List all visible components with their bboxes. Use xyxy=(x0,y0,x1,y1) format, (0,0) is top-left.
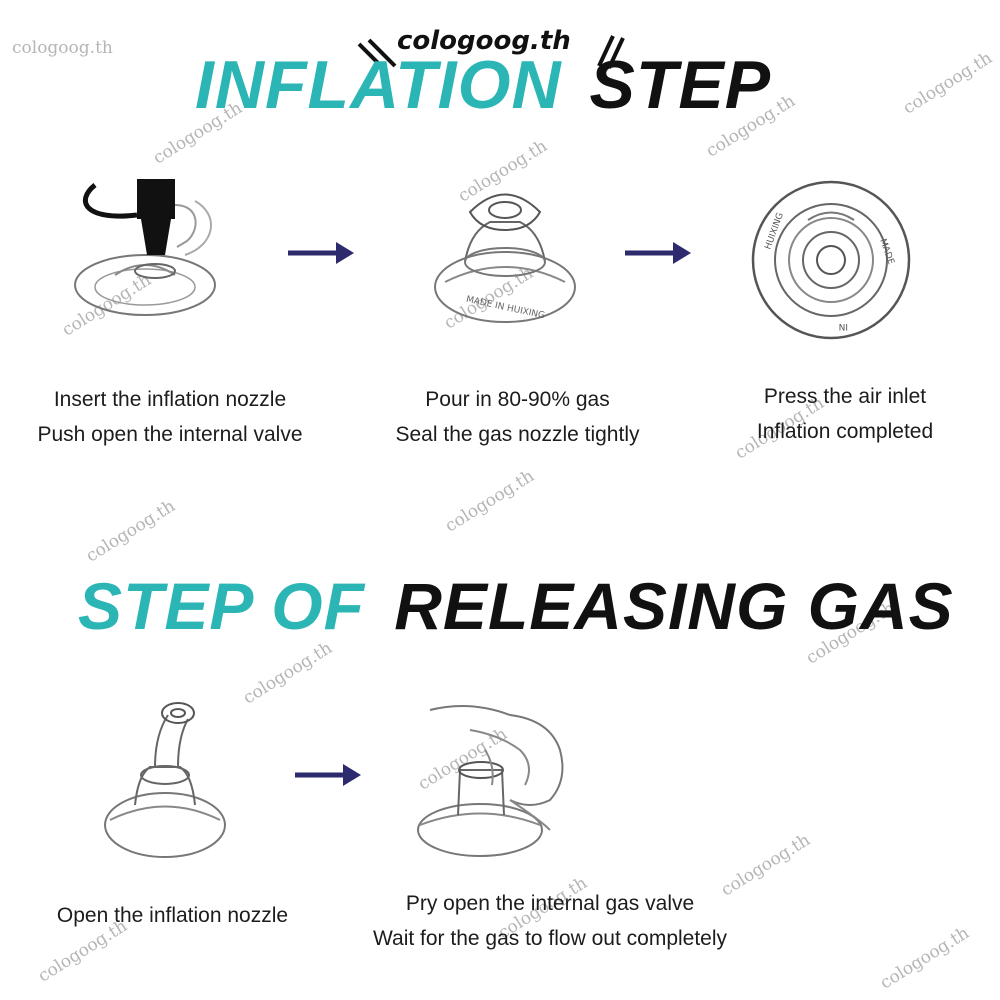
watermark: cologoog.th xyxy=(876,923,973,994)
watermark: cologoog.th xyxy=(12,38,113,58)
inflation-nozzle-insert-icon xyxy=(74,179,216,316)
caption-line: Pour in 80-90% gas xyxy=(425,388,610,411)
caption-line: Pry open the internal gas valve xyxy=(405,892,695,915)
releasing-title-part2: RELEASING GAS xyxy=(394,569,954,643)
releasing-title-part1: STEP OF xyxy=(78,569,365,643)
open-nozzle-icon xyxy=(104,702,226,858)
arrow-right-icon xyxy=(625,242,691,264)
svg-text:IN: IN xyxy=(839,321,848,331)
svg-text:MADE: MADE xyxy=(877,238,896,267)
watermark: cologoog.th xyxy=(239,638,336,709)
inflation-title: INFLATION STEP xyxy=(195,46,771,124)
releasing-title: STEP OF RELEASING GAS xyxy=(78,568,954,644)
caption-line: Wait for the gas to flow out completely xyxy=(372,927,728,950)
caption-line: Push open the internal valve xyxy=(37,423,303,446)
pry-valve-hand-icon xyxy=(417,705,564,857)
valve-pressed-closed-icon: HUIXING MADE IN xyxy=(751,180,911,340)
valve-print: MADE IN HUIXING xyxy=(465,295,546,321)
caption-line: Open the inflation nozzle xyxy=(56,904,289,927)
releasing-step-2-caption: Pry open the internal gas valve Wait for… xyxy=(320,886,780,956)
caption-line: Insert the inflation nozzle xyxy=(53,388,287,411)
releasing-step-1-caption: Open the inflation nozzle xyxy=(0,898,345,933)
brand-logo: cologoog.th xyxy=(355,26,635,72)
caption-line: Inflation completed xyxy=(756,420,934,443)
inflation-title-part1: INFLATION xyxy=(195,47,562,123)
caption-line: Press the air inlet xyxy=(763,385,927,408)
watermark: cologoog.th xyxy=(441,466,538,537)
watermark: cologoog.th xyxy=(82,496,179,567)
arrow-right-icon xyxy=(295,764,361,786)
arrow-right-icon xyxy=(288,242,354,264)
caption-line: Seal the gas nozzle tightly xyxy=(395,423,640,446)
inflation-title-part2: STEP xyxy=(589,47,772,123)
inflation-step-1-caption: Insert the inflation nozzle Push open th… xyxy=(0,382,340,452)
brand-name: cologoog.th xyxy=(397,26,571,56)
brand-slash-icon xyxy=(357,35,625,72)
watermark: cologoog.th xyxy=(899,48,996,119)
inflation-step-3-caption: Press the air inlet Inflation completed xyxy=(690,379,1000,449)
valve-gas-fill-icon: MADE IN HUIXING xyxy=(434,193,576,323)
inflation-step-2-caption: Pour in 80-90% gas Seal the gas nozzle t… xyxy=(350,382,685,452)
